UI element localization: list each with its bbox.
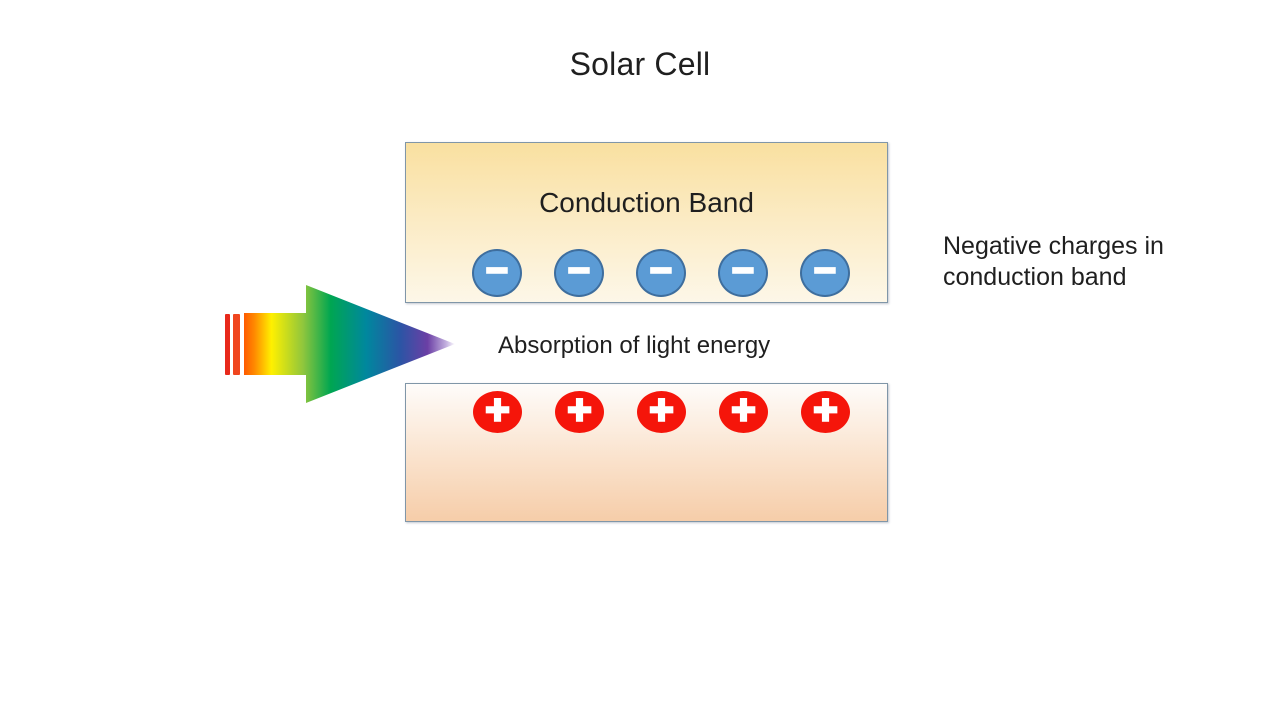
negative-charge: − xyxy=(636,249,686,297)
minus-symbol: − xyxy=(485,250,510,292)
light-tail-bar xyxy=(225,314,230,375)
annotation-text: Negative charges in conduction band xyxy=(943,231,1164,293)
plus-symbol: + xyxy=(484,386,511,433)
page-title: Solar Cell xyxy=(569,46,711,82)
negative-charge: − xyxy=(800,249,850,297)
negative-charge: − xyxy=(472,249,522,297)
minus-symbol: − xyxy=(813,250,838,292)
minus-symbol: − xyxy=(649,250,674,292)
light-tail-bar xyxy=(233,314,240,375)
absorption-label: Absorption of light energy xyxy=(498,332,771,359)
conduction-band-label: Conduction Band xyxy=(539,187,754,218)
positive-charge: + xyxy=(473,386,522,433)
plus-symbol: + xyxy=(648,386,675,433)
plus-symbol: + xyxy=(566,386,593,433)
annotation-line-1: Negative charges in xyxy=(943,232,1164,260)
annotation-line-2: conduction band xyxy=(943,263,1127,291)
minus-symbol: − xyxy=(567,250,592,292)
positive-charge: + xyxy=(555,386,604,433)
plus-symbol: + xyxy=(812,386,839,433)
rainbow-arrow-shape xyxy=(244,285,455,403)
minus-symbol: − xyxy=(731,250,756,292)
positive-charge: + xyxy=(801,386,850,433)
plus-symbol: + xyxy=(730,386,757,433)
valence-band-box: + + + + + xyxy=(405,383,888,522)
negative-charge: − xyxy=(718,249,768,297)
light-spectrum-arrow-icon xyxy=(225,285,455,403)
negative-charge: − xyxy=(554,249,604,297)
positive-charge: + xyxy=(719,386,768,433)
positive-charge: + xyxy=(637,386,686,433)
conduction-band-box: Conduction Band − − − − − xyxy=(405,142,888,303)
